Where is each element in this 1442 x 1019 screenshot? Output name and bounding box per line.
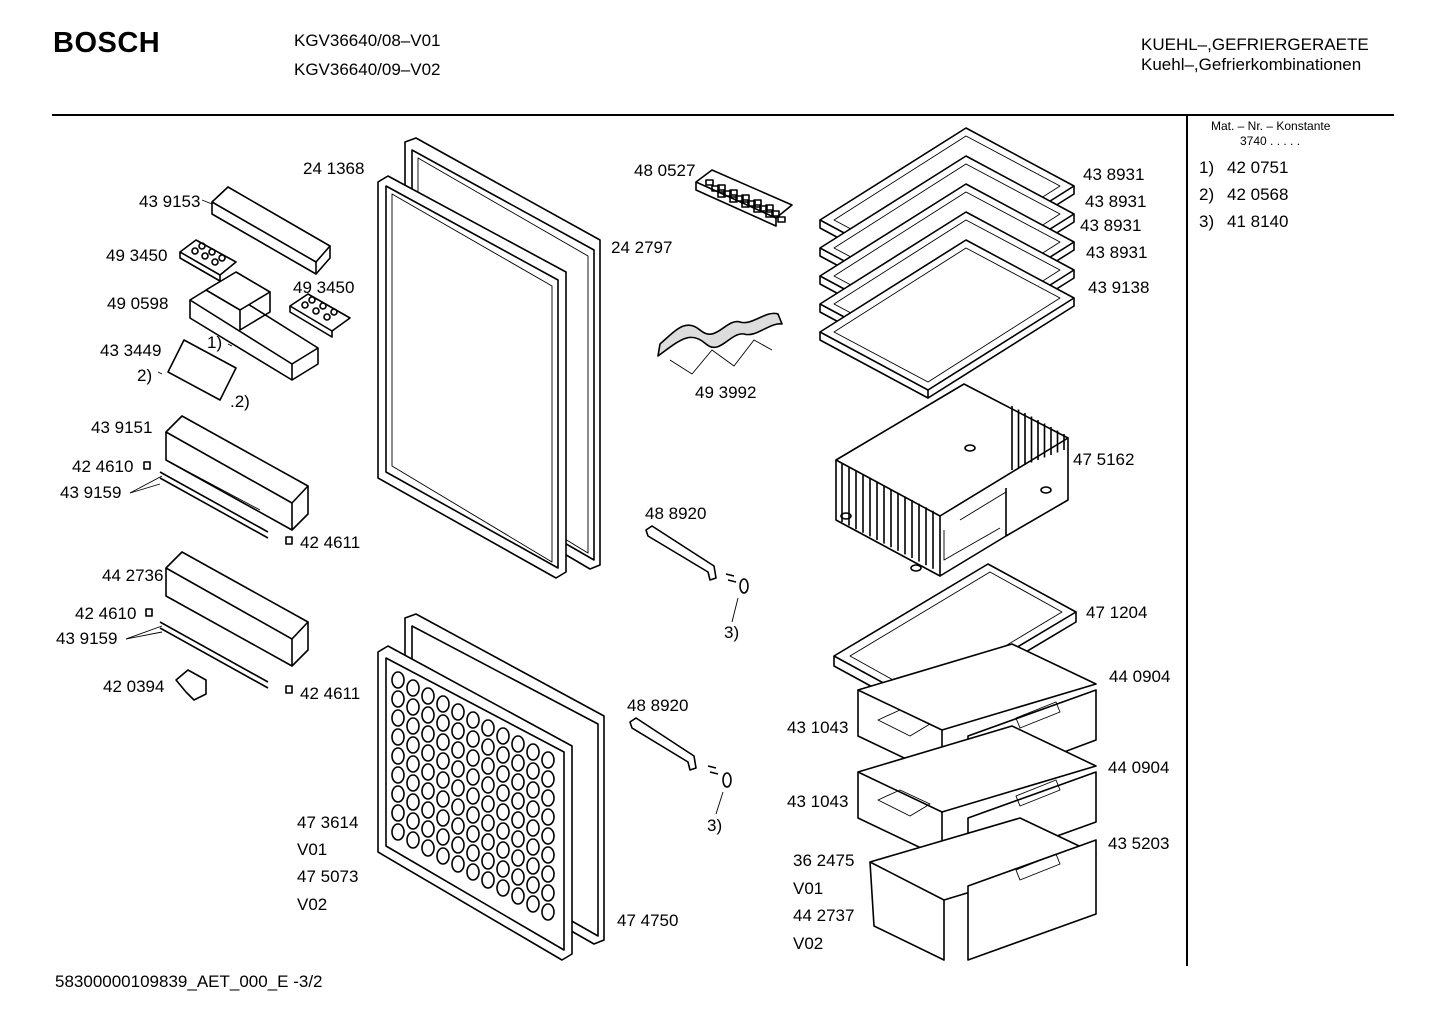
variant-ref: 1) xyxy=(207,333,223,352)
part-label: 42 4611 xyxy=(300,684,361,703)
mat-constant: 3740 . . . . . xyxy=(1240,134,1301,148)
version-label: V01 xyxy=(297,840,328,859)
variant-ref: .2) xyxy=(230,392,250,411)
variant-number: 3) xyxy=(1199,212,1215,231)
freezer-drawer-3 xyxy=(869,817,1097,961)
door-shelf-lower xyxy=(125,551,309,701)
part-label: 43 9151 xyxy=(91,418,153,437)
part-label: 48 8920 xyxy=(627,696,689,715)
document-id: 58300000109839_AET_000_E -3/2 xyxy=(55,972,323,991)
part-label: 47 4750 xyxy=(617,911,679,930)
upper-door xyxy=(377,137,601,579)
variant-part: 42 0751 xyxy=(1227,158,1289,177)
part-label: 44 2736 xyxy=(102,566,164,585)
part-label: 42 4610 xyxy=(75,604,137,623)
part-label: 49 3450 xyxy=(106,246,168,265)
part-label: 49 3992 xyxy=(695,383,757,402)
part-label: 48 8920 xyxy=(645,504,707,523)
door-handle-lower xyxy=(629,717,732,815)
variant-row: 2) 42 0568 xyxy=(1199,185,1288,205)
part-label: 47 3614 xyxy=(297,813,359,832)
part-label: 43 9159 xyxy=(56,629,118,648)
part-label: 24 1368 xyxy=(303,159,365,178)
ice-cube-tray xyxy=(695,169,793,227)
butter-flap xyxy=(157,339,237,401)
subcategory-title: Kuehl–,Gefrierkombinationen xyxy=(1141,55,1362,74)
part-label: 44 2737 xyxy=(793,906,855,925)
part-label: 47 1204 xyxy=(1086,603,1148,622)
variant-ref: 2) xyxy=(137,366,153,385)
variant-row: 3) 41 8140 xyxy=(1199,212,1288,232)
variant-number: 1) xyxy=(1199,158,1215,177)
part-label: 36 2475 xyxy=(793,851,855,870)
part-label: 43 8931 xyxy=(1080,216,1142,235)
part-label: 42 4611 xyxy=(300,533,361,552)
variant-part: 42 0568 xyxy=(1227,185,1289,204)
part-label: 49 0598 xyxy=(107,294,169,313)
version-label: V02 xyxy=(297,895,328,914)
part-label: 42 0394 xyxy=(103,677,165,696)
lower-door xyxy=(377,613,605,961)
variant-part: 41 8140 xyxy=(1227,212,1289,231)
glass-shelf xyxy=(819,239,1075,399)
bottle-rack xyxy=(657,312,783,375)
part-label: 44 0904 xyxy=(1109,667,1171,686)
door-shelf-small xyxy=(201,186,331,275)
category-title: KUEHL–,GEFRIERGERAETE xyxy=(1141,35,1369,54)
part-label: 43 8931 xyxy=(1083,165,1145,184)
part-label: 44 0904 xyxy=(1108,758,1170,777)
variant-ref: 3) xyxy=(707,816,723,835)
part-label: 43 9138 xyxy=(1088,278,1150,297)
version-label: V01 xyxy=(793,879,824,898)
part-label: 47 5162 xyxy=(1073,450,1135,469)
variant-number: 2) xyxy=(1199,185,1215,204)
part-label: 43 3449 xyxy=(100,341,162,360)
part-label: 24 2797 xyxy=(611,238,673,257)
glass-shelves xyxy=(819,127,1075,399)
part-label: 49 3450 xyxy=(293,278,355,297)
part-label: 43 9159 xyxy=(60,483,122,502)
part-label: 47 5073 xyxy=(297,867,359,886)
version-label: V02 xyxy=(793,934,824,953)
part-label: 43 9153 xyxy=(139,192,201,211)
part-label: 42 4610 xyxy=(72,457,134,476)
part-label: 48 0527 xyxy=(634,161,696,180)
brand-logo: BOSCH xyxy=(53,27,161,59)
part-label: 43 1043 xyxy=(787,792,849,811)
model-number-1: KGV36640/08–V01 xyxy=(294,31,441,50)
part-label: 43 8931 xyxy=(1085,192,1147,211)
crisper-container xyxy=(835,383,1069,577)
butter-compartment xyxy=(189,271,319,381)
door-shelf-upper xyxy=(129,415,309,545)
model-number-2: KGV36640/09–V02 xyxy=(294,60,441,79)
egg-tray-1 xyxy=(179,239,237,282)
header-divider xyxy=(52,114,1394,116)
variant-ref: 3) xyxy=(724,623,740,642)
part-label: 43 1043 xyxy=(787,718,849,737)
egg-tray-2 xyxy=(289,293,351,338)
door-handle-upper xyxy=(645,525,749,623)
variant-row: 1) 42 0751 xyxy=(1199,158,1288,178)
sidebar-divider xyxy=(1186,116,1188,966)
part-label: 43 8931 xyxy=(1086,243,1148,262)
part-label: 43 5203 xyxy=(1108,834,1170,853)
mat-header: Mat. – Nr. – Konstante xyxy=(1211,119,1331,133)
